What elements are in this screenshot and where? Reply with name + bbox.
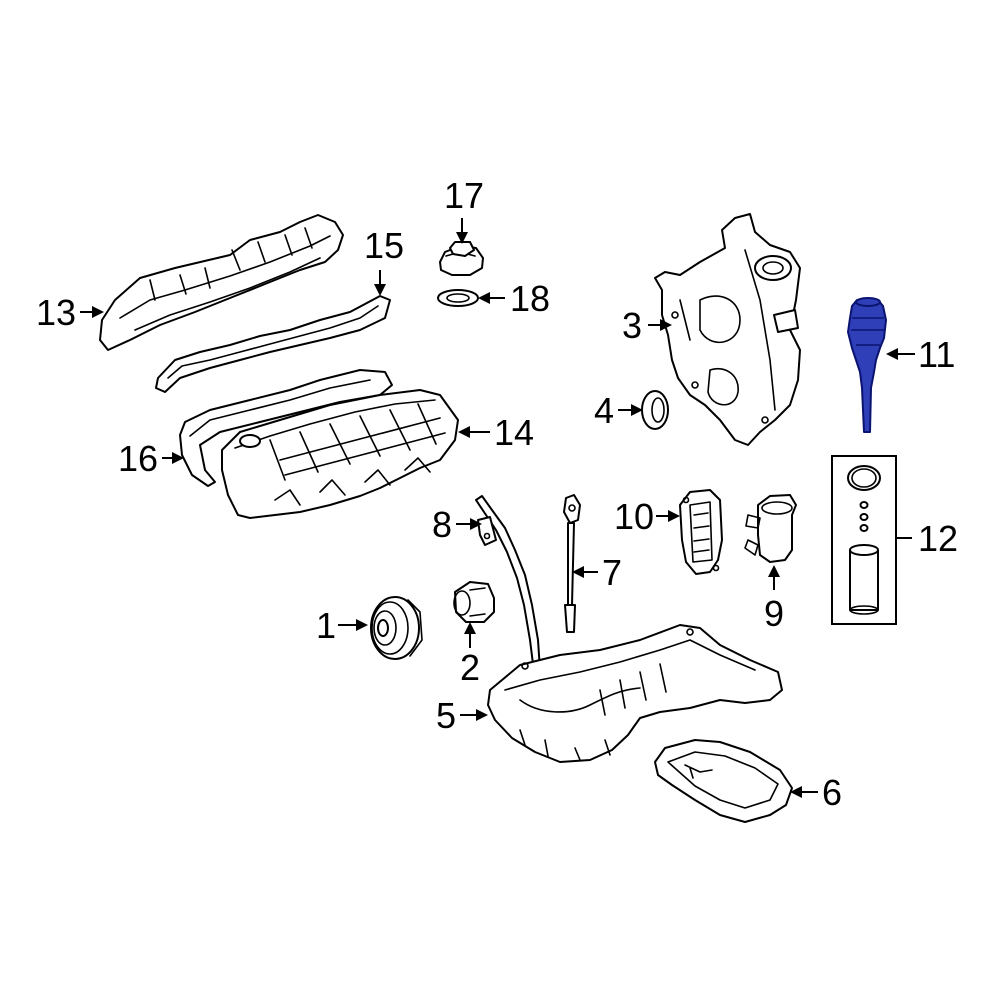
callout-18[interactable]: 18 [510,278,550,319]
callout-13[interactable]: 13 [36,292,76,333]
part-7-dipstick[interactable] [563,494,581,633]
part-13-engine-cover[interactable] [99,214,344,351]
callout-12[interactable]: 12 [918,518,958,559]
callout-4[interactable]: 4 [594,390,614,431]
callout-11[interactable]: 11 [918,334,955,375]
part-15-gasket[interactable] [155,295,391,393]
part-12-filter-kit[interactable] [831,455,897,625]
callout-labels: 1 2 3 4 5 6 7 8 9 10 11 12 13 14 15 16 1… [36,175,958,813]
callout-1[interactable]: 1 [316,605,336,646]
part-11-oil-filler-tube[interactable] [847,297,887,433]
callout-7[interactable]: 7 [602,552,622,593]
part-9-filter-housing[interactable] [744,494,797,563]
callout-2[interactable]: 2 [460,647,480,688]
callout-10[interactable]: 10 [614,496,654,537]
callout-14[interactable]: 14 [494,412,534,453]
callout-9[interactable]: 9 [764,593,784,634]
part-18-seal-ring[interactable] [437,289,479,307]
callout-17[interactable]: 17 [444,175,484,216]
callout-16[interactable]: 16 [118,438,158,479]
part-6-oil-pan-lower[interactable] [654,739,793,823]
callout-8[interactable]: 8 [432,504,452,545]
callout-5[interactable]: 5 [436,695,456,736]
filter-kit-box [831,455,897,625]
part-3-timing-cover[interactable] [654,213,801,446]
leader-lines [80,218,915,798]
part-4-front-seal[interactable] [641,390,669,430]
part-10-oil-cooler[interactable] [679,489,723,575]
callout-6[interactable]: 6 [822,772,842,813]
part-17-oil-filler-cap[interactable] [439,241,484,276]
callout-15[interactable]: 15 [364,225,404,266]
part-2-spacer[interactable] [453,581,495,623]
part-14-valve-cover[interactable] [221,389,459,519]
callout-3[interactable]: 3 [622,305,642,346]
part-5-oil-pan-upper[interactable] [487,624,783,763]
part-1-crankshaft-pulley[interactable] [370,596,423,660]
